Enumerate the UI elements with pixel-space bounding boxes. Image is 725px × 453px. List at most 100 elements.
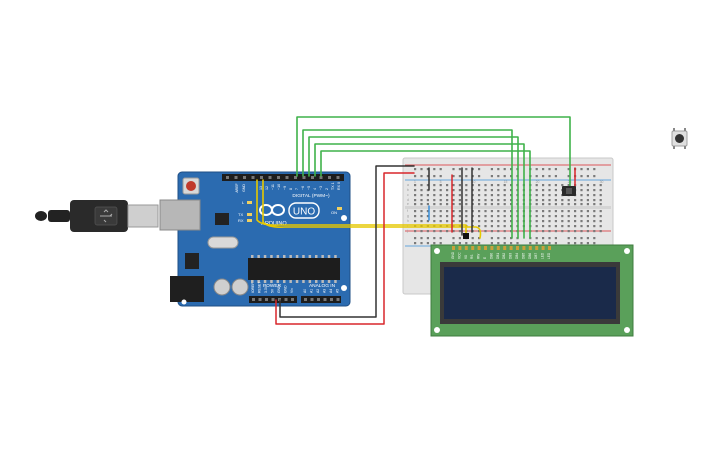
digital-pin-hole[interactable] — [234, 176, 238, 179]
tie-point-hole[interactable] — [420, 220, 423, 223]
tie-point-hole[interactable] — [414, 184, 417, 187]
tie-point-hole[interactable] — [458, 215, 461, 218]
tie-point-hole[interactable] — [420, 210, 423, 213]
rail-hole[interactable] — [567, 175, 570, 178]
tie-point-hole[interactable] — [446, 184, 449, 187]
tie-point-hole[interactable] — [542, 184, 545, 187]
tie-point-hole[interactable] — [548, 194, 551, 197]
tie-point-hole[interactable] — [478, 220, 481, 223]
rail-hole[interactable] — [490, 242, 493, 245]
lcd-pin-row[interactable] — [452, 246, 551, 250]
tie-point-hole[interactable] — [535, 220, 538, 223]
tie-point-hole[interactable] — [567, 225, 570, 228]
rail-hole[interactable] — [433, 168, 436, 171]
rail-hole[interactable] — [420, 175, 423, 178]
lcd-pin[interactable] — [503, 246, 507, 250]
rail-hole[interactable] — [433, 242, 436, 245]
tie-point-hole[interactable] — [446, 220, 449, 223]
tie-point-hole[interactable] — [452, 215, 455, 218]
rail-hole[interactable] — [503, 175, 506, 178]
tie-point-hole[interactable] — [535, 194, 538, 197]
tie-point-hole[interactable] — [586, 225, 589, 228]
tie-point-hole[interactable] — [484, 189, 487, 192]
tie-point-hole[interactable] — [593, 203, 596, 206]
wire-yellow-2[interactable] — [262, 179, 482, 239]
tie-point-hole[interactable] — [510, 203, 513, 206]
rail-hole[interactable] — [554, 175, 557, 178]
tie-point-hole[interactable] — [497, 220, 500, 223]
rail-hole[interactable] — [490, 168, 493, 171]
tie-point-hole[interactable] — [586, 203, 589, 206]
tie-point-hole[interactable] — [446, 225, 449, 228]
digital-pin-hole[interactable] — [285, 176, 289, 179]
tie-point-hole[interactable] — [478, 194, 481, 197]
rail-hole[interactable] — [452, 175, 455, 178]
tie-point-hole[interactable] — [548, 215, 551, 218]
tie-point-hole[interactable] — [561, 225, 564, 228]
tie-point-hole[interactable] — [574, 220, 577, 223]
wires[interactable] — [256, 116, 576, 325]
tie-point-hole[interactable] — [490, 184, 493, 187]
tie-point-hole[interactable] — [452, 199, 455, 202]
tie-point-hole[interactable] — [426, 230, 429, 233]
tie-point-hole[interactable] — [574, 230, 577, 233]
tie-point-hole[interactable] — [561, 210, 564, 213]
lcd-pin[interactable] — [490, 246, 494, 250]
digital-header[interactable] — [222, 174, 344, 181]
lcd-pin[interactable] — [522, 246, 526, 250]
rail-hole[interactable] — [580, 175, 583, 178]
tie-point-hole[interactable] — [593, 210, 596, 213]
tie-point-hole[interactable] — [497, 199, 500, 202]
tie-point-hole[interactable] — [497, 215, 500, 218]
tie-point-hole[interactable] — [574, 203, 577, 206]
rail-hole[interactable] — [593, 168, 596, 171]
digital-pin-hole[interactable] — [336, 176, 340, 179]
tie-point-hole[interactable] — [497, 210, 500, 213]
rail-hole[interactable] — [490, 237, 493, 240]
tie-point-hole[interactable] — [478, 230, 481, 233]
rail-hole[interactable] — [478, 168, 481, 171]
tie-point-hole[interactable] — [490, 225, 493, 228]
tie-point-hole[interactable] — [510, 230, 513, 233]
rail-hole[interactable] — [458, 168, 461, 171]
tie-point-hole[interactable] — [593, 220, 596, 223]
power-pin-hole[interactable] — [291, 298, 294, 301]
rail-hole[interactable] — [542, 168, 545, 171]
tie-point-hole[interactable] — [446, 203, 449, 206]
tie-point-hole[interactable] — [414, 203, 417, 206]
tie-point-hole[interactable] — [599, 203, 602, 206]
wire-green-2[interactable] — [302, 129, 513, 239]
tie-point-hole[interactable] — [439, 203, 442, 206]
tie-point-hole[interactable] — [554, 189, 557, 192]
tie-point-hole[interactable] — [452, 203, 455, 206]
rail-hole[interactable] — [503, 237, 506, 240]
rail-hole[interactable] — [548, 168, 551, 171]
tie-point-hole[interactable] — [542, 210, 545, 213]
tie-point-hole[interactable] — [593, 199, 596, 202]
tie-point-hole[interactable] — [414, 215, 417, 218]
rail-hole[interactable] — [497, 168, 500, 171]
analog-pin-hole[interactable] — [304, 298, 307, 301]
tie-point-hole[interactable] — [510, 194, 513, 197]
tie-point-hole[interactable] — [420, 184, 423, 187]
tie-point-hole[interactable] — [426, 203, 429, 206]
tie-point-hole[interactable] — [497, 230, 500, 233]
tie-point-hole[interactable] — [478, 199, 481, 202]
potentiometer-knob[interactable] — [566, 188, 572, 194]
digital-pin-hole[interactable] — [328, 176, 331, 179]
tie-point-hole[interactable] — [567, 203, 570, 206]
tie-point-hole[interactable] — [593, 225, 596, 228]
rail-hole[interactable] — [490, 175, 493, 178]
rail-hole[interactable] — [497, 175, 500, 178]
analog-pin-hole[interactable] — [323, 298, 327, 301]
tie-point-hole[interactable] — [599, 184, 602, 187]
tie-point-hole[interactable] — [414, 220, 417, 223]
tie-point-hole[interactable] — [433, 225, 436, 228]
rail-hole[interactable] — [478, 175, 481, 178]
lcd-pin[interactable] — [484, 246, 487, 250]
tie-point-hole[interactable] — [458, 199, 461, 202]
tie-point-hole[interactable] — [439, 194, 442, 197]
rail-hole[interactable] — [414, 175, 417, 178]
resistor-component[interactable] — [463, 233, 469, 239]
tie-point-hole[interactable] — [503, 215, 506, 218]
